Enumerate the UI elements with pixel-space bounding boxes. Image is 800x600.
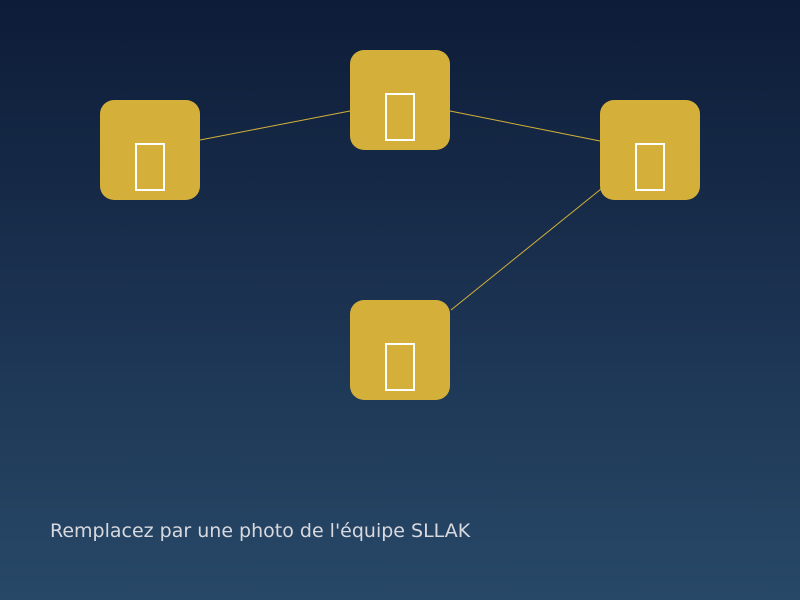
missing-glyph-icon — [600, 100, 700, 200]
missing-glyph-icon — [350, 300, 450, 400]
node-tile — [350, 300, 450, 400]
missing-glyph-icon — [100, 100, 200, 200]
connector-line — [449, 110, 601, 142]
node-tile — [100, 100, 200, 200]
missing-glyph-icon — [350, 50, 450, 150]
node-tile — [350, 50, 450, 150]
connector-line — [450, 188, 602, 311]
placeholder-caption: Remplacez par une photo de l'équipe SLLA… — [50, 520, 471, 542]
node-tile — [600, 100, 700, 200]
connector-line — [199, 110, 351, 141]
